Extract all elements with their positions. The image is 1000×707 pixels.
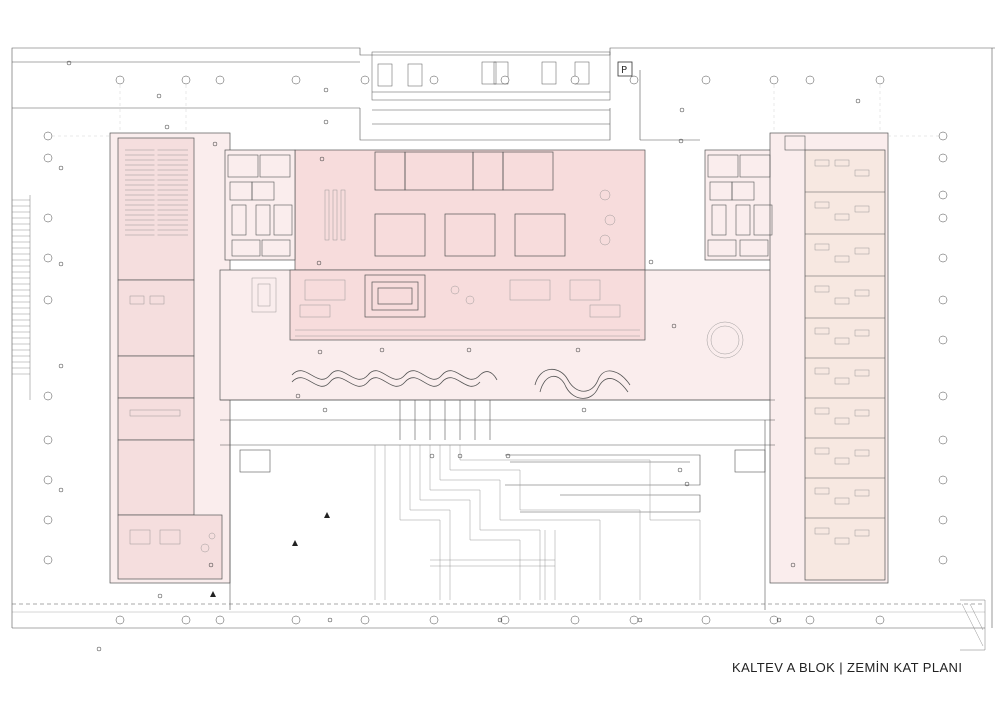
left-ramp-hatch: [12, 195, 31, 400]
curved-benches: [291, 368, 631, 399]
lab-furniture: [129, 295, 216, 553]
site-perimeter: [11, 47, 995, 629]
north-arrow-icon: [210, 512, 330, 597]
parking-area: [371, 51, 611, 125]
entrance-canopy: [220, 399, 775, 610]
svg-text:P: P: [621, 65, 627, 76]
right-ramp-hatch: [960, 599, 986, 651]
core-details: [227, 154, 773, 257]
auditorium-seating: [125, 146, 188, 238]
office-desks: [814, 159, 870, 545]
central-rooms: [364, 151, 566, 318]
right-wing-offices: [784, 135, 885, 519]
drawing-title: KALTEV A BLOK | ZEMİN KAT PLANI: [732, 660, 963, 675]
hall-furniture: [251, 189, 744, 359]
grid-bubble-icon: [43, 75, 948, 625]
parking-sign-icon: P: [617, 61, 633, 77]
landscape-paths: [374, 445, 701, 600]
building-zones: [109, 132, 889, 584]
grid-lines: [52, 85, 939, 137]
level-marker-icon: [58, 60, 861, 652]
